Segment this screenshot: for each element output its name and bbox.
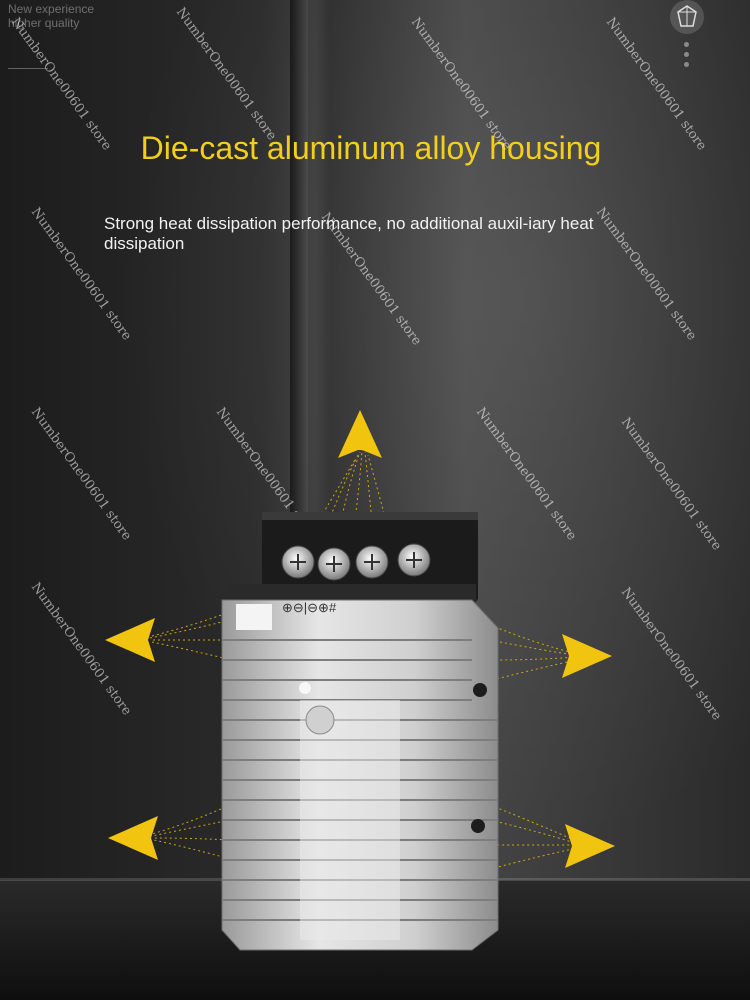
terminal-block — [226, 512, 478, 602]
subtext: Strong heat dissipation performance, no … — [104, 214, 594, 253]
corner-caption: New experience higher quality — [8, 2, 94, 30]
terminal-labels: ⊕⊖|⊖⊕# — [282, 600, 337, 615]
aluminum-housing — [221, 599, 499, 951]
menu-dots-icon[interactable] — [682, 42, 690, 72]
terminal-screws — [281, 543, 431, 581]
corner-rule — [8, 68, 48, 69]
heat-arrow-icon — [105, 410, 615, 868]
corner-caption-line-1: New experience — [8, 2, 95, 16]
store-logo-icon[interactable] — [670, 0, 704, 34]
headline: Die-cast aluminum alloy housing — [140, 130, 602, 166]
corner-caption-line-2: higher quality — [8, 16, 80, 30]
heat-rays — [149, 449, 578, 869]
